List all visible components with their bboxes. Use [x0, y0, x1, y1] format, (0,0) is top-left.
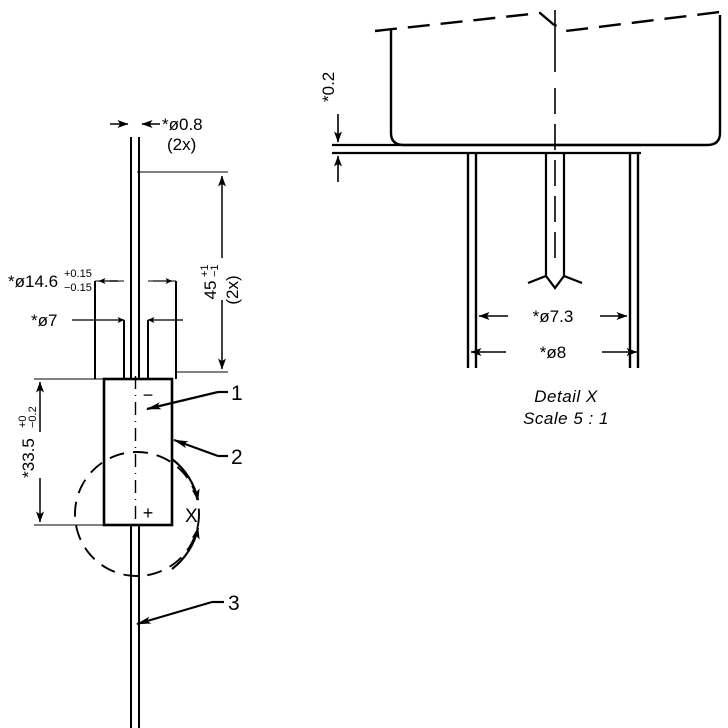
- item-balloon-3: 3: [136, 592, 240, 626]
- detail-center-wire: [527, 152, 583, 290]
- lead-legs-outline: [94, 280, 177, 379]
- polarity-positive-mark: +: [143, 503, 154, 523]
- dimension-inner-span-value: *ø7: [31, 311, 57, 330]
- detail-view-scale: Scale 5 : 1: [523, 409, 609, 428]
- detail-body-right-wall: [706, 15, 722, 147]
- detail-marker-label: X: [185, 506, 198, 527]
- dimension-plate-thickness-value: *0.2: [319, 72, 338, 102]
- dimension-body-height-tol-lower: −0.2: [27, 406, 39, 428]
- dimension-lead-length: 45 +1 −1 (2x): [137, 171, 242, 373]
- dimension-outer-span: *ø14.6 +0.15 −0.15: [8, 268, 173, 294]
- item-balloon-1: 1: [146, 382, 243, 411]
- dimension-lead-length-tol-upper: +1: [199, 264, 211, 277]
- detail-arrow-upper: [171, 458, 200, 501]
- dimension-lead-length-qualifier: (2x): [223, 275, 242, 304]
- detail-view-title: Detail X: [534, 387, 598, 406]
- dimension-lead-length-value: 45: [201, 281, 220, 300]
- dimension-inner-span: *ø7: [31, 311, 183, 330]
- polarity-negative-mark: −: [143, 385, 154, 405]
- dimension-body-height-value: *33.5: [19, 438, 38, 478]
- dimension-inner-diameter-value: *ø7.3: [533, 307, 574, 326]
- dimension-wire-diameter-qualifier: (2x): [167, 135, 196, 154]
- dimension-wire-diameter-value: *ø0.8: [162, 115, 203, 134]
- dimension-lead-length-tol-lower: −1: [209, 264, 221, 277]
- detail-break-line: [374, 10, 721, 33]
- detail-body-left-wall: [389, 29, 405, 147]
- item-balloon-1-label: 1: [231, 382, 243, 405]
- detail-view-x: *0.2 *ø7.3 *ø8 Detail X Scale 5 : 1: [319, 10, 722, 428]
- detail-arrow-lower: [171, 527, 200, 570]
- dimension-inner-diameter: *ø7.3: [478, 307, 628, 326]
- dimension-outer-span-tol-lower: −0.15: [64, 282, 92, 294]
- item-balloon-2-label: 2: [231, 446, 243, 469]
- dimension-body-height: *33.5 +0 −0.2: [17, 378, 135, 526]
- item-balloon-3-label: 3: [228, 592, 240, 615]
- top-lead-wire: [130, 137, 140, 378]
- dimension-outer-span-tol-upper: +0.15: [64, 268, 92, 280]
- dimension-plate-thickness: *0.2: [319, 72, 342, 182]
- bottom-lead-wire: [130, 525, 140, 728]
- dimension-outer-span-value: *ø14.6: [8, 272, 58, 291]
- dimension-body-height-tol-upper: +0: [17, 415, 29, 428]
- main-view: − + *ø0.8 (2x) 45 +1: [8, 115, 243, 728]
- detail-legs: [466, 152, 640, 368]
- dimension-wire-diameter: *ø0.8 (2x): [110, 115, 203, 154]
- detail-wire-break-symbol: [527, 274, 583, 290]
- dimension-outer-diameter-value: *ø8: [540, 343, 566, 362]
- dimension-outer-diameter: *ø8: [470, 343, 638, 362]
- detail-thin-plate: [332, 143, 641, 155]
- item-balloon-2: 2: [173, 438, 243, 469]
- detail-view-marker-circle: X: [74, 451, 200, 577]
